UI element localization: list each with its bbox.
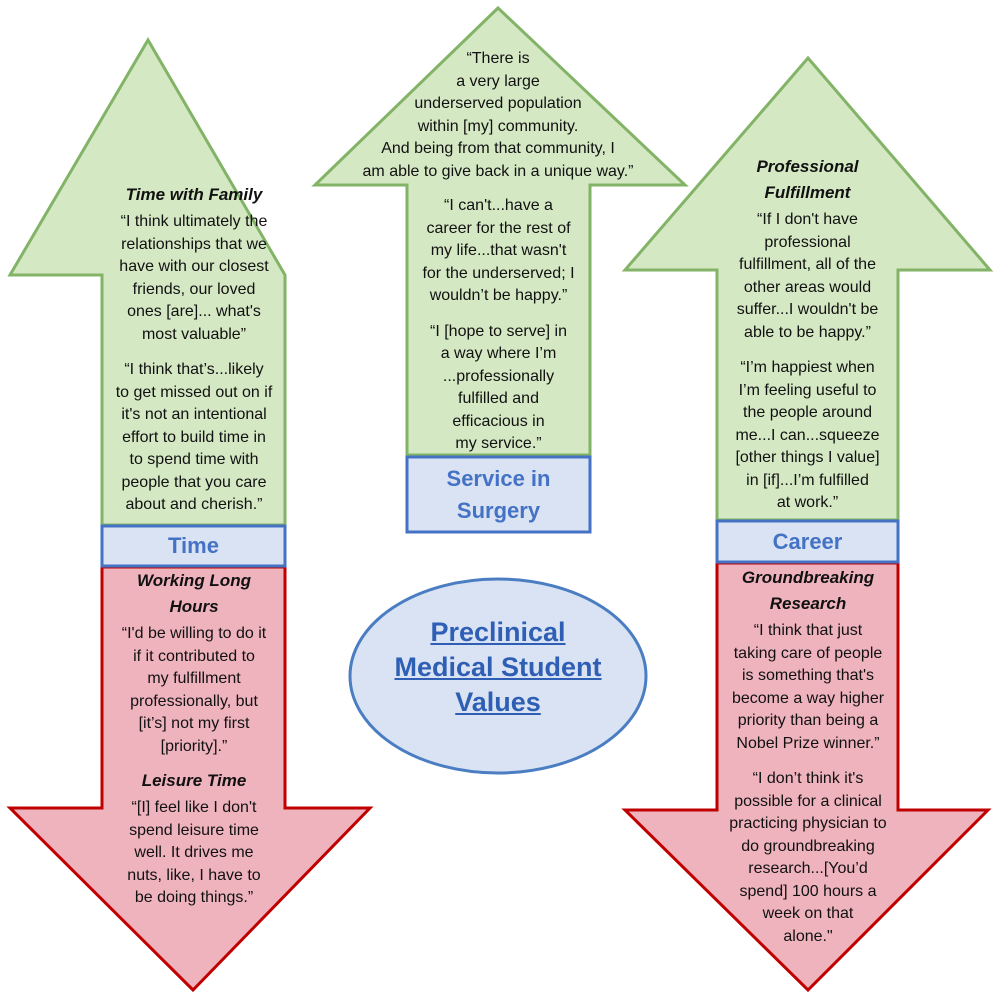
professional-fulfillment-heading: Professional Fulfillment xyxy=(756,157,859,202)
service-label-box xyxy=(405,455,592,534)
time-down-arrow xyxy=(6,565,374,993)
research-quote-2: “I don’t think it's possible for a clini… xyxy=(729,770,887,945)
time-label: Time xyxy=(168,533,219,558)
service-quote-top: “There is a very large underserved popul… xyxy=(350,48,646,183)
working-long-hours-quote: “I'd be willing to do it if it contribut… xyxy=(121,625,267,755)
research-quote-1: “I think that just taking care of people… xyxy=(731,622,885,752)
leisure-time-heading: Leisure Time xyxy=(141,771,247,790)
groundbreaking-research-heading: Groundbreaking Research xyxy=(741,568,875,613)
service-quote-3: “I [hope to serve] in a way where I’m ..… xyxy=(430,322,567,453)
career-fulfillment-block: Professional Fulfillment “If I don't hav… xyxy=(719,154,896,515)
career-label: Career xyxy=(772,528,843,554)
career-fulfillment-quote-2: “I’m happiest when I’m feeling useful to… xyxy=(735,359,880,511)
career-label-box xyxy=(715,519,900,564)
time-family-quote-1: “I think ultimately the relationships th… xyxy=(119,213,269,343)
career-fulfillment-quote-1: “If I don't have professional fulfillmen… xyxy=(736,211,879,341)
values-ellipse xyxy=(348,577,648,775)
career-research-block: Groundbreaking Research “I think that ju… xyxy=(716,565,900,948)
working-long-hours-heading: Working Long Hours xyxy=(137,571,251,616)
time-family-heading: Time with Family xyxy=(125,185,263,204)
time-family-quote-2: “I think that’s...likely to get missed o… xyxy=(115,361,273,513)
service-up-arrow xyxy=(311,5,689,457)
leisure-time-quote: “[I] feel like I don't spend leisure tim… xyxy=(127,799,261,906)
service-quote-block: “I can't...have a career for the rest of… xyxy=(409,195,588,456)
time-family-block: Time with Family “I think ultimately the… xyxy=(104,182,284,517)
time-label-box xyxy=(100,524,287,568)
service-quote-1: “There is a very large underserved popul… xyxy=(362,50,634,180)
career-down-arrow xyxy=(621,561,992,993)
service-quote-2: “I can't...have a career for the rest of… xyxy=(422,197,575,304)
time-negative-block: Working Long Hours “I'd be willing to do… xyxy=(104,568,284,910)
service-label: Service in Surgery xyxy=(446,465,551,523)
diagram-title: Preclinical Medical Student Values xyxy=(394,617,602,717)
